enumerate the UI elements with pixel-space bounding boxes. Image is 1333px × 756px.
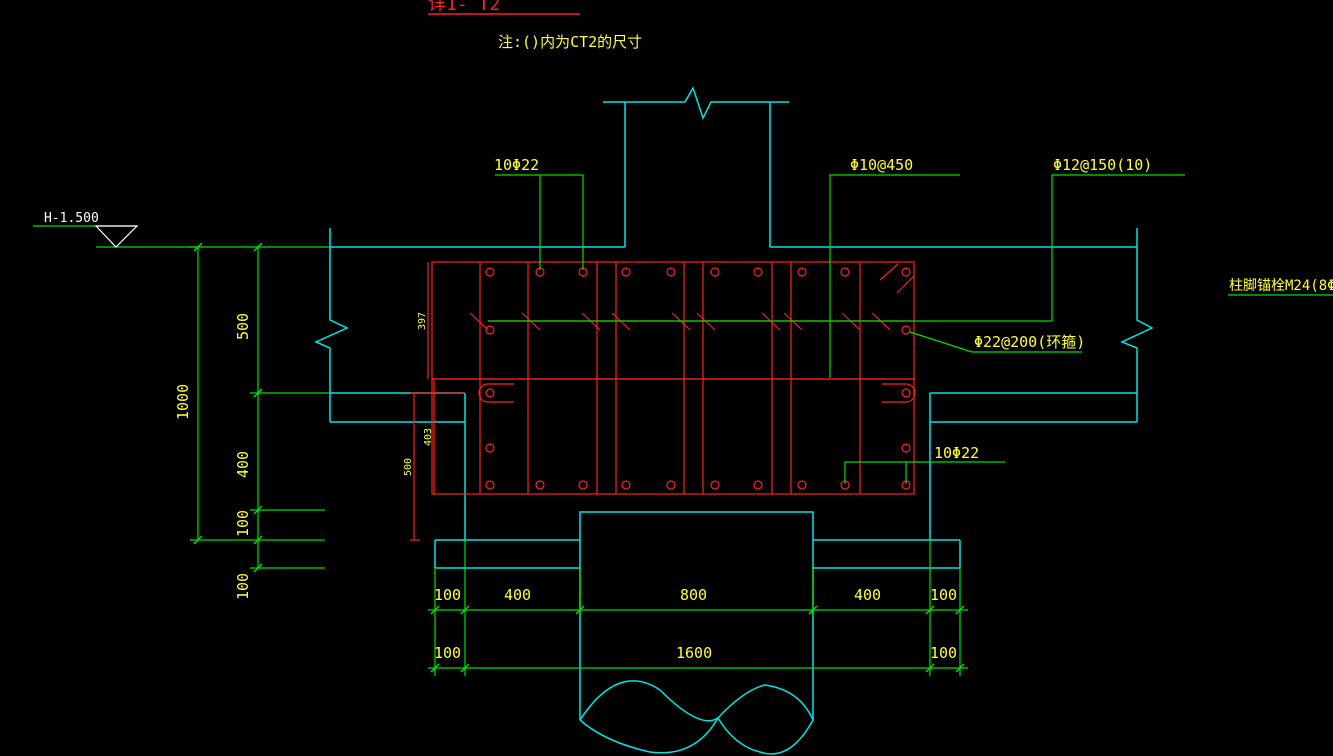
tie-slash bbox=[469, 312, 489, 331]
rebar-dot-bottom bbox=[621, 480, 631, 490]
rebar-dot-top bbox=[621, 267, 631, 277]
hdim-row1-4: 100 bbox=[930, 586, 957, 604]
dim-gap1-text: 100 bbox=[234, 510, 252, 537]
hook-left bbox=[478, 383, 514, 403]
dim-gap2-text: 100 bbox=[234, 573, 252, 600]
rebar-dot-top bbox=[840, 267, 850, 277]
dimension-tick bbox=[253, 535, 263, 545]
cage-lower-outline bbox=[431, 378, 915, 495]
dimension-tick bbox=[253, 388, 263, 398]
dim-upper-text: 500 bbox=[234, 313, 252, 340]
rebar-dot-bottom bbox=[578, 480, 588, 490]
elevation-label: H-1.500 bbox=[44, 211, 99, 226]
rebar-dot-side bbox=[901, 443, 911, 453]
hdim-row2-1: 1600 bbox=[676, 644, 712, 662]
dimension-tick bbox=[955, 605, 965, 615]
pile-outline bbox=[579, 511, 814, 720]
dimension-tick bbox=[955, 663, 965, 673]
dimension-tick bbox=[460, 605, 470, 615]
hdim-row1-0: 100 bbox=[434, 586, 461, 604]
cap-left-break bbox=[314, 228, 349, 422]
hdim-row2-2: 100 bbox=[930, 644, 957, 662]
red-dim-500-text: 500 bbox=[403, 458, 414, 476]
elevation-triangle-icon bbox=[94, 225, 139, 248]
leader-stirrups bbox=[488, 174, 1185, 322]
vertical-links-label: Φ10@450 bbox=[850, 156, 913, 174]
hook-right bbox=[882, 383, 916, 403]
rebar-dot-side bbox=[485, 388, 495, 398]
cap-right-break bbox=[1120, 228, 1154, 422]
leader-ring-bars bbox=[909, 331, 1082, 353]
bottom-bars-label: 10Φ22 bbox=[934, 444, 979, 462]
dimension-tick bbox=[575, 605, 585, 615]
dim-lower-text: 400 bbox=[234, 451, 252, 478]
red-dim-403-text: 403 bbox=[423, 428, 434, 446]
rebar-dot-top bbox=[753, 267, 763, 277]
red-dim-397-text: 397 bbox=[417, 312, 428, 330]
top-bars-label: 10Φ22 bbox=[494, 156, 539, 174]
rebar-dot-top bbox=[485, 267, 495, 277]
rebar-dot-bottom bbox=[666, 480, 676, 490]
dimension-tick bbox=[925, 605, 935, 615]
dimension-tick bbox=[430, 663, 440, 673]
leader-vertical-links bbox=[829, 174, 960, 378]
leader-top-bars bbox=[495, 174, 584, 270]
dimension-tick bbox=[925, 663, 935, 673]
labels: H-1.500 10Φ22 Φ10@450 Φ12@150(10) Φ22@20… bbox=[44, 156, 1333, 662]
leader-bottom-bars bbox=[844, 461, 1005, 484]
ring-bars-label: Φ22@200(环箍) bbox=[974, 333, 1085, 351]
rebar-dot-top bbox=[666, 267, 676, 277]
rebar-dot-bottom bbox=[753, 480, 763, 490]
dimension-tick bbox=[253, 505, 263, 515]
stirrup-legs bbox=[479, 262, 861, 494]
dim-total-text: 1000 bbox=[174, 384, 192, 420]
rebar-dot-side bbox=[901, 388, 911, 398]
dimension-tick bbox=[430, 605, 440, 615]
dimension-tick bbox=[193, 535, 203, 545]
rebar-dot-bottom bbox=[535, 480, 545, 490]
column-break-line bbox=[603, 86, 789, 120]
rebar-dot-top bbox=[797, 267, 807, 277]
rebar-cage bbox=[410, 261, 916, 541]
rebar-dot-top bbox=[901, 267, 911, 277]
title-fragment: 详1- T2 bbox=[428, 0, 500, 15]
rebar-dot-top bbox=[710, 267, 720, 277]
hdim-row1-3: 400 bbox=[854, 586, 881, 604]
dimension-tick bbox=[193, 242, 203, 252]
rebar-dot-bottom bbox=[485, 480, 495, 490]
dimension-ticks bbox=[193, 242, 965, 673]
rebar-dot-side bbox=[485, 325, 495, 335]
hdim-row1-2: 800 bbox=[680, 586, 707, 604]
dimension-tick bbox=[808, 605, 818, 615]
stirrups-label: Φ12@150(10) bbox=[1053, 156, 1152, 174]
hdim-row1-1: 400 bbox=[504, 586, 531, 604]
dimension-tick bbox=[460, 663, 470, 673]
hdim-row2-0: 100 bbox=[434, 644, 461, 662]
dimension-tick bbox=[253, 242, 263, 252]
pile-break-curve bbox=[579, 680, 814, 755]
hook-corner-tr1 bbox=[879, 263, 899, 281]
rebar-dot-side bbox=[485, 443, 495, 453]
hook-corner-tr2 bbox=[896, 275, 915, 294]
rebar-dot-bottom bbox=[710, 480, 720, 490]
anchor-bolts-label: 柱脚锚栓M24(8Φ bbox=[1229, 278, 1333, 294]
drawing-note: 注:()内为CT2的尺寸 bbox=[498, 33, 642, 51]
rebar-dot-side bbox=[901, 325, 911, 335]
dimension-tick bbox=[253, 563, 263, 573]
rebar-dot-bottom bbox=[797, 480, 807, 490]
